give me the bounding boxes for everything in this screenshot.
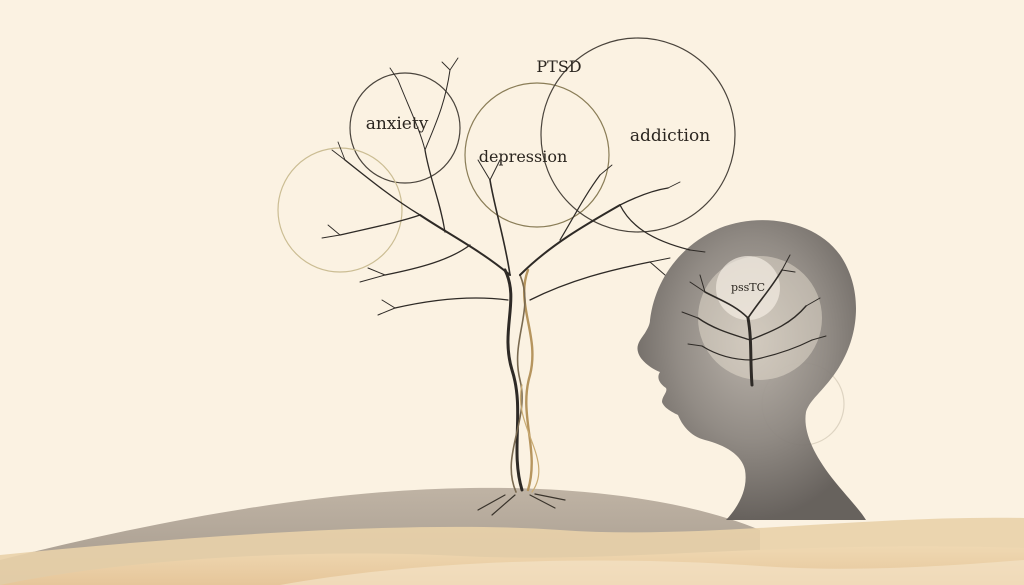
circle-addiction <box>540 37 736 233</box>
label-depression: depression <box>479 147 568 166</box>
label-anxiety: anxiety <box>366 114 429 134</box>
main-tree <box>321 57 706 516</box>
concept-labels: anxiety PTSD depression addiction pssTC <box>366 57 765 294</box>
circle-depression <box>464 82 610 228</box>
inner-tree <box>681 254 827 387</box>
label-ptsd: PTSD <box>536 57 581 76</box>
circle-anxiety <box>349 72 461 184</box>
sand-dune-light <box>280 560 1024 585</box>
inner-small-circle <box>716 256 780 320</box>
label-addiction: addiction <box>630 126 710 146</box>
label-pssc: pssTC <box>731 281 765 294</box>
